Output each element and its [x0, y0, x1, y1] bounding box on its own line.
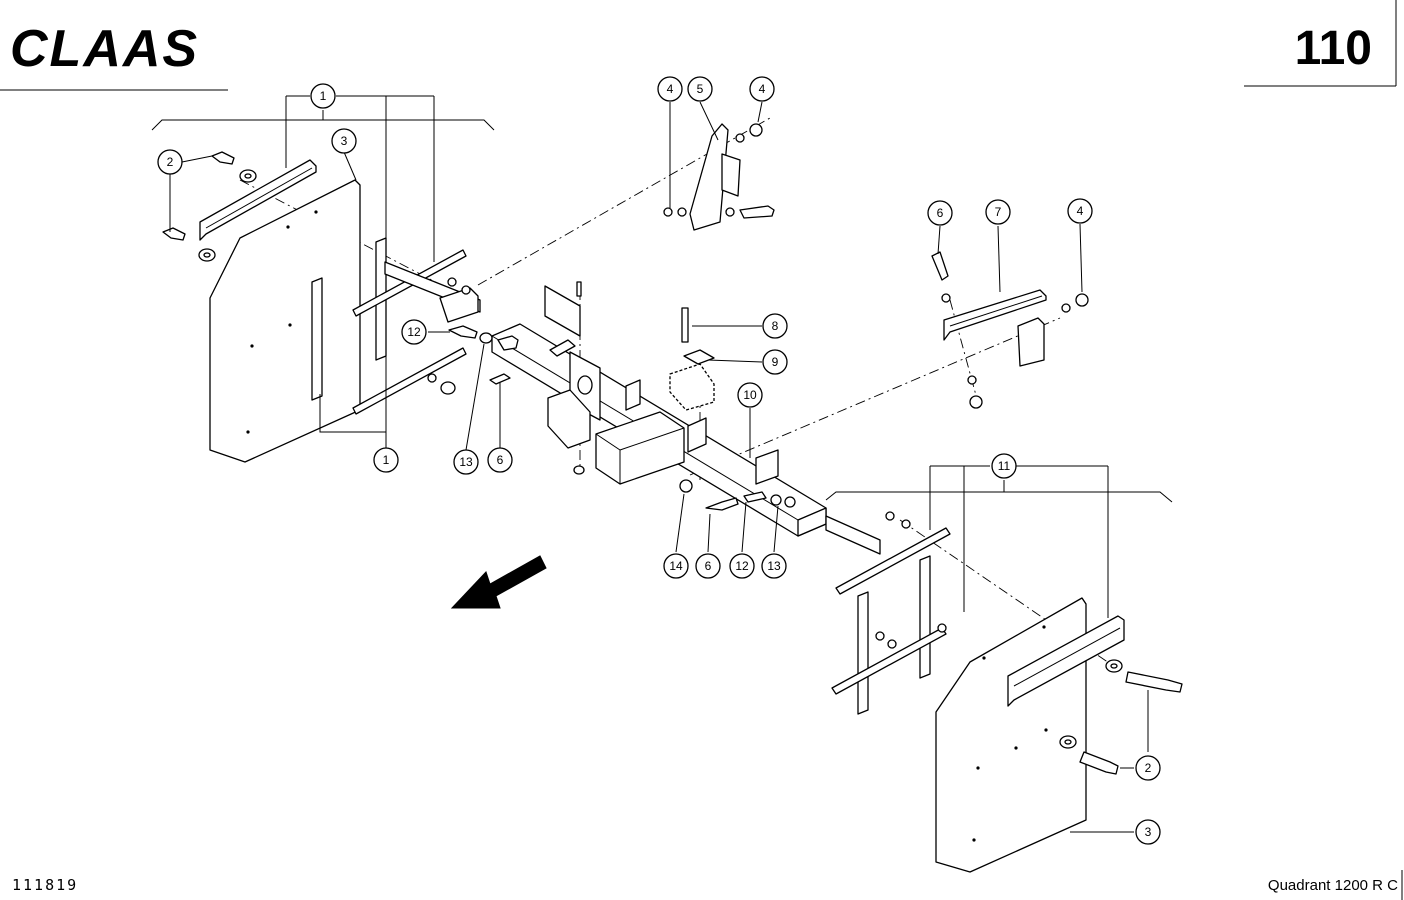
callout-3-left: 3 [331, 128, 357, 154]
svg-text:4: 4 [759, 82, 766, 96]
callout-6-center: 6 [695, 553, 721, 579]
svg-text:1: 1 [320, 89, 327, 103]
right-bolts [1059, 659, 1183, 775]
svg-text:1: 1 [383, 453, 390, 467]
callout-10: 10 [737, 382, 763, 408]
callout-12-center: 12 [729, 553, 755, 579]
svg-text:6: 6 [497, 453, 504, 467]
svg-text:5: 5 [697, 82, 704, 96]
callout-7: 7 [985, 199, 1011, 225]
left-angle-bracket [199, 159, 317, 241]
callout-group: 1 2 3 12 13 6 1 4 5 4 6 7 4 8 9 10 14 6 … [157, 76, 1161, 845]
svg-text:4: 4 [667, 82, 674, 96]
right-bracket-set [825, 511, 951, 715]
svg-text:6: 6 [705, 559, 712, 573]
right-mount-bracket [931, 251, 1089, 409]
svg-text:12: 12 [735, 559, 749, 573]
callout-13-center: 13 [761, 553, 787, 579]
svg-text:11: 11 [998, 459, 1011, 473]
drawing-number: 111819 [12, 876, 78, 894]
callout-8: 8 [762, 313, 788, 339]
callout-9: 9 [762, 349, 788, 375]
left-bracket-set [311, 237, 481, 415]
svg-text:3: 3 [341, 134, 348, 148]
callout-6-left: 6 [487, 447, 513, 473]
direction-arrow-icon [450, 555, 547, 609]
svg-text:8: 8 [772, 319, 779, 333]
upper-mount-bracket [663, 123, 775, 231]
callout-11: 11 [991, 453, 1017, 479]
svg-text:7: 7 [995, 205, 1002, 219]
callout-5: 5 [687, 76, 713, 102]
callout-1-bottom: 1 [373, 447, 399, 473]
callout-14: 14 [663, 553, 689, 579]
callout-2-right: 2 [1135, 755, 1161, 781]
left-bolts [162, 151, 257, 262]
callout-13-left: 13 [453, 449, 479, 475]
callout-4-upper-left: 4 [657, 76, 683, 102]
beam-hardware [448, 281, 796, 511]
svg-text:12: 12 [407, 325, 421, 339]
svg-text:9: 9 [772, 355, 779, 369]
svg-text:2: 2 [167, 155, 174, 169]
model-label: Quadrant 1200 R C [1268, 877, 1398, 894]
right-side-shield [935, 597, 1087, 873]
svg-text:3: 3 [1145, 825, 1152, 839]
callout-1-top: 1 [310, 83, 336, 109]
svg-text:4: 4 [1077, 204, 1084, 218]
brand-logo: CLAAS [10, 20, 199, 78]
svg-text:13: 13 [459, 455, 473, 469]
central-frame-beam [491, 285, 827, 537]
callout-4-upper-right: 4 [749, 76, 775, 102]
callout-4-right: 4 [1067, 198, 1093, 224]
left-side-shield [209, 179, 361, 463]
svg-text:13: 13 [767, 559, 781, 573]
leader-lines [151, 95, 1173, 833]
svg-text:6: 6 [937, 206, 944, 220]
svg-text:2: 2 [1145, 761, 1152, 775]
callout-12-left: 12 [401, 319, 427, 345]
callout-2-left: 2 [157, 149, 183, 175]
right-angle-bracket [1007, 615, 1125, 707]
svg-text:14: 14 [669, 559, 683, 573]
callout-6-upper-right: 6 [927, 200, 953, 226]
callout-3-right: 3 [1135, 819, 1161, 845]
svg-text:10: 10 [743, 388, 757, 402]
page-number: 110 [1295, 22, 1372, 75]
